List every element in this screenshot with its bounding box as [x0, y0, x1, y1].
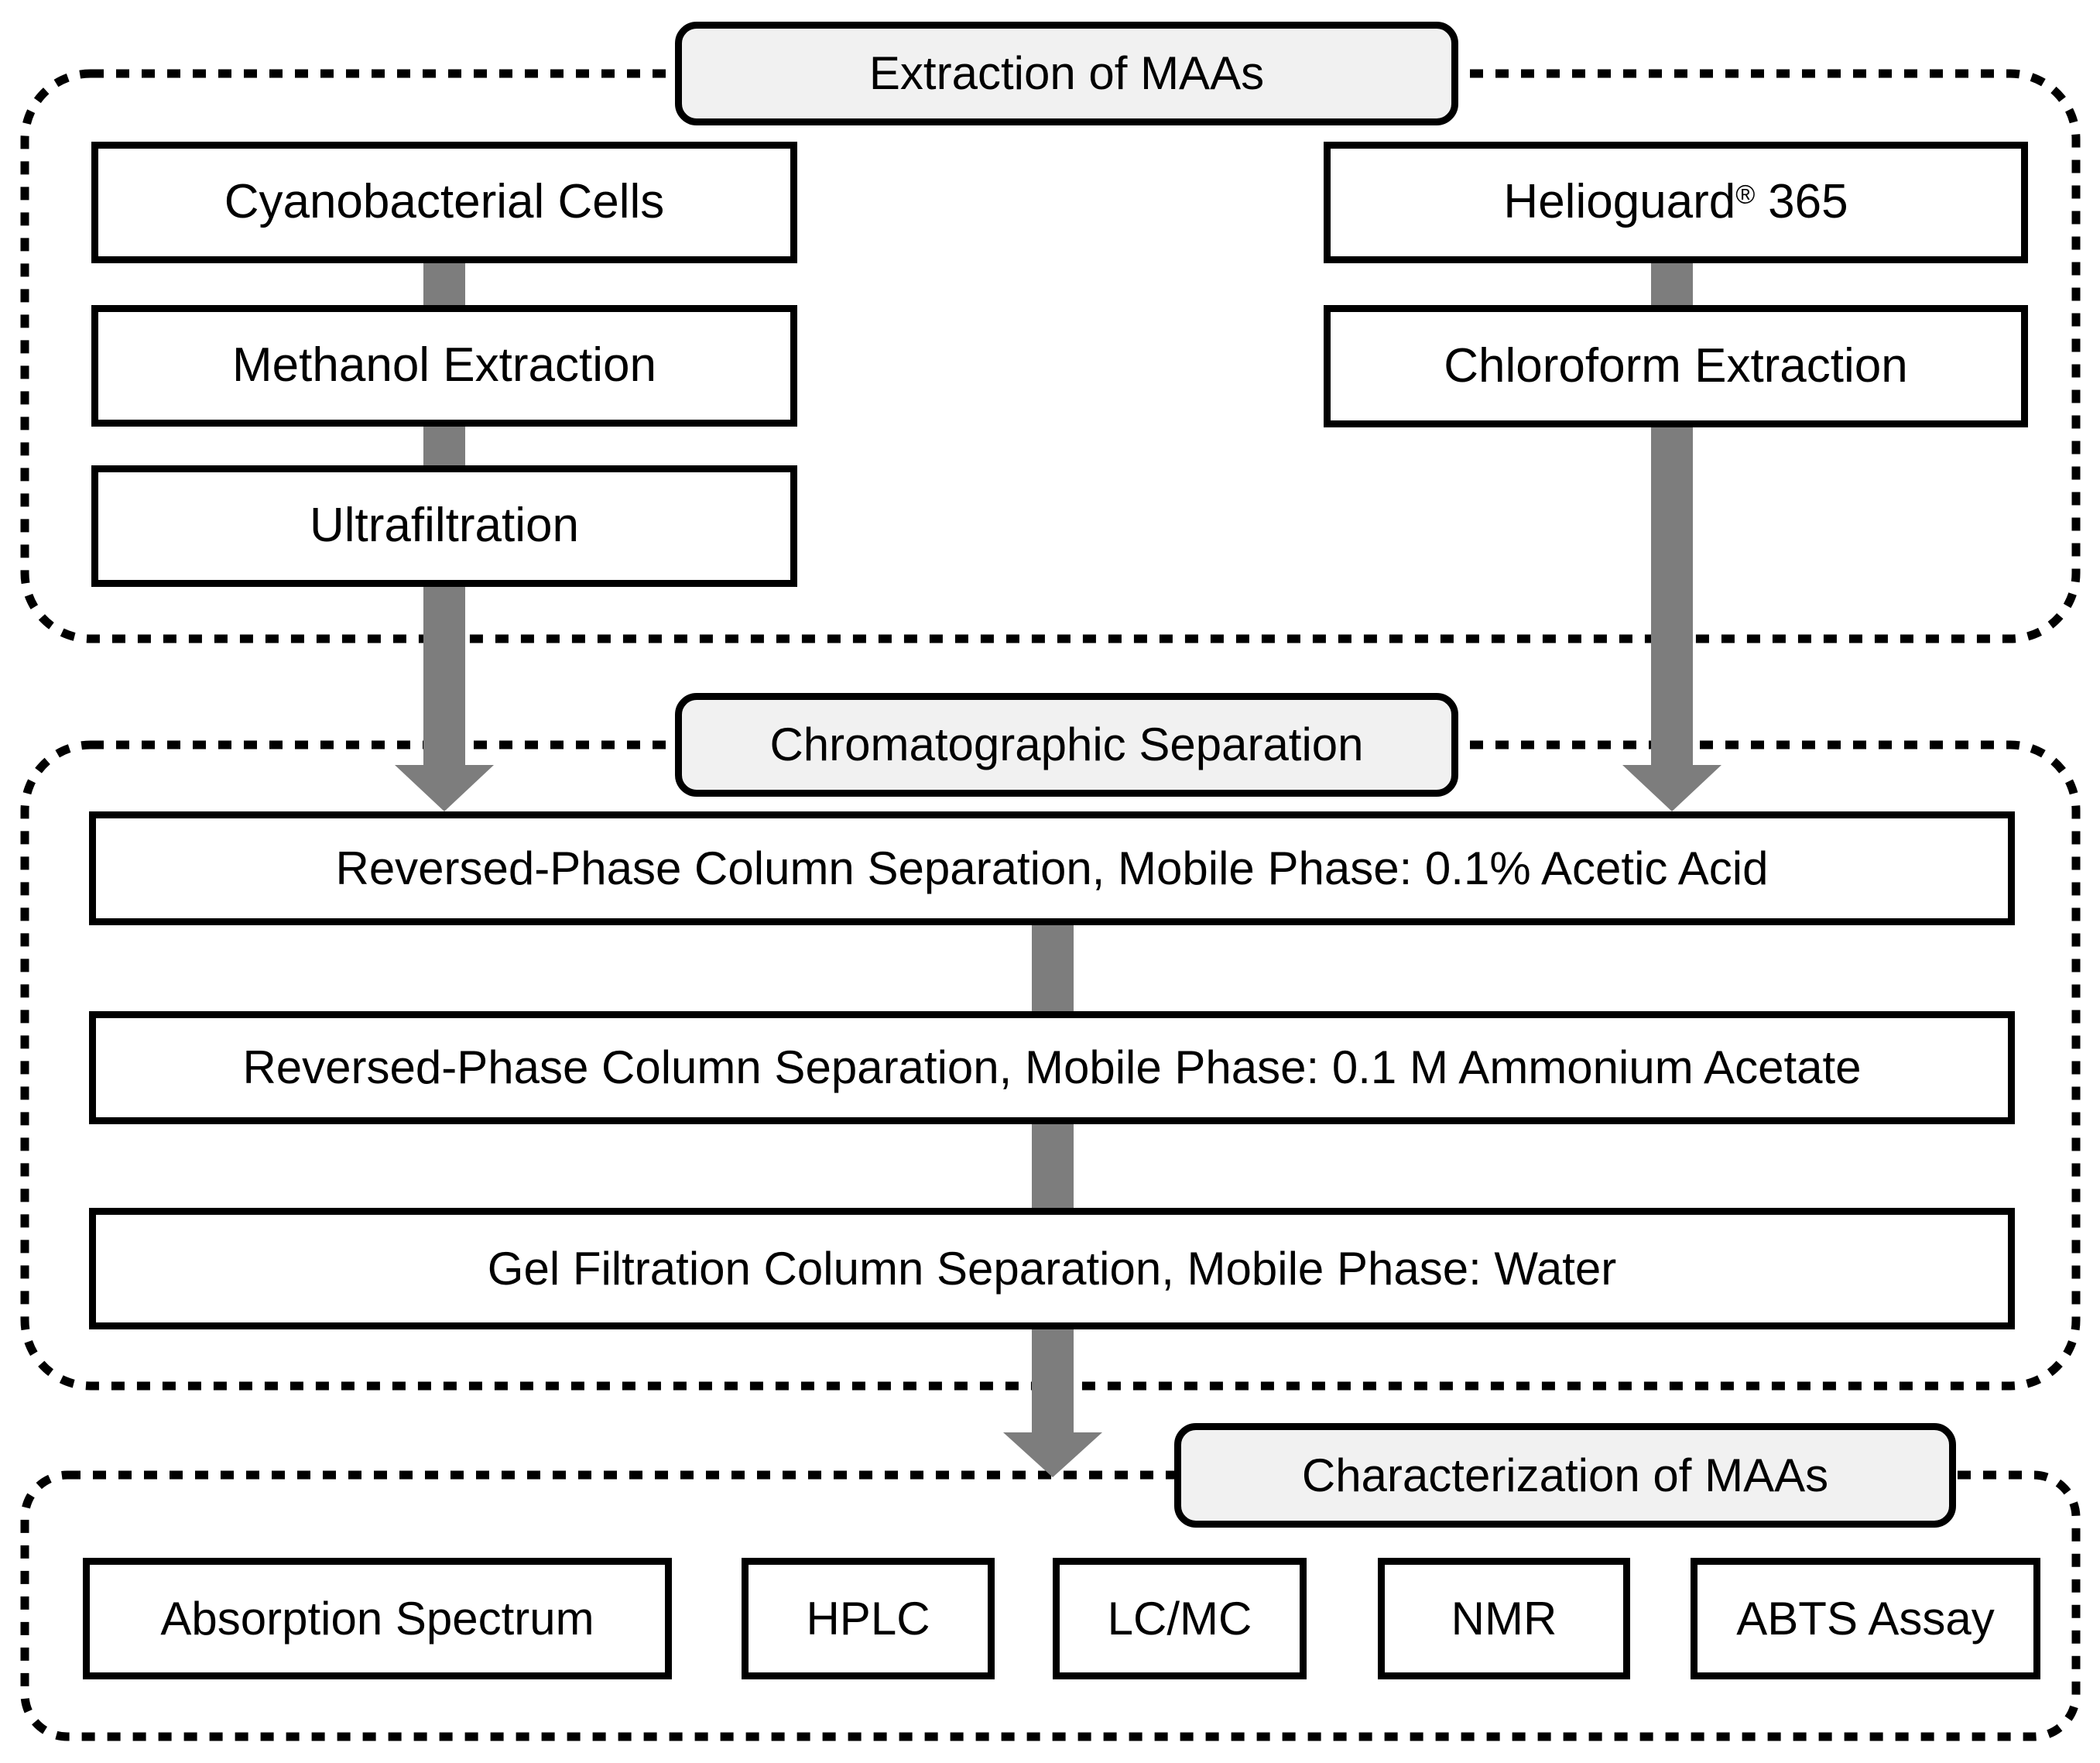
box-reversed-phase-acetic-acid: Reversed-Phase Column Separation, Mobile…	[89, 811, 2015, 925]
brand-name: Helioguard	[1503, 175, 1736, 229]
separation-section-outline	[20, 740, 2081, 1391]
connector-helioguard-to-chloroform	[1651, 261, 1693, 308]
box-chloroform-extraction: Chloroform Extraction	[1324, 305, 2028, 427]
arrow-chloroform-to-separation	[1622, 426, 1721, 811]
connector-cyanobacterial-to-methanol	[423, 261, 465, 307]
box-label: Reversed-Phase Column Separation, Mobile…	[335, 842, 1769, 894]
box-absorption-spectrum: Absorption Spectrum	[83, 1558, 672, 1679]
box-gel-filtration-water: Gel Filtration Column Separation, Mobile…	[89, 1208, 2015, 1329]
box-hplc: HPLC	[742, 1558, 995, 1679]
header-chromatographic-separation: Chromatographic Separation	[675, 693, 1458, 797]
connector-step2-to-step3	[1032, 1122, 1074, 1210]
header-label: Extraction of MAAs	[868, 47, 1265, 99]
box-label: Methanol Extraction	[232, 338, 656, 393]
header-extraction-of-maas: Extraction of MAAs	[675, 22, 1458, 125]
box-cyanobacterial-cells: Cyanobacterial Cells	[91, 142, 797, 263]
box-methanol-extraction: Methanol Extraction	[91, 305, 797, 427]
box-abts-assay: ABTS Assay	[1691, 1558, 2040, 1679]
registered-trademark-symbol: ®	[1735, 180, 1756, 210]
box-label: Chloroform Extraction	[1444, 338, 1908, 393]
connector-step1-to-step2	[1032, 923, 1074, 1014]
box-label: HPLC	[806, 1592, 930, 1645]
box-nmr: NMR	[1378, 1558, 1630, 1679]
box-label: Gel Filtration Column Separation, Mobile…	[487, 1242, 1617, 1295]
arrow-ultrafiltration-to-separation	[395, 585, 494, 811]
arrow-separation-to-characterization	[1003, 1329, 1102, 1477]
box-helioguard-365: Helioguard® 365	[1324, 142, 2028, 263]
box-label: Ultrafiltration	[310, 499, 579, 553]
box-label: NMR	[1451, 1592, 1557, 1645]
box-label: LC/MC	[1107, 1592, 1252, 1645]
header-label: Characterization of MAAs	[1301, 1449, 1829, 1501]
box-label: ABTS Assay	[1736, 1592, 1995, 1645]
box-label: Reversed-Phase Column Separation, Mobile…	[242, 1041, 1862, 1093]
header-characterization-of-maas: Characterization of MAAs	[1174, 1423, 1956, 1528]
box-reversed-phase-ammonium-acetate: Reversed-Phase Column Separation, Mobile…	[89, 1011, 2015, 1124]
header-label: Chromatographic Separation	[769, 719, 1364, 770]
box-lc-mc: LC/MC	[1053, 1558, 1307, 1679]
box-label: Helioguard® 365	[1503, 176, 1848, 228]
box-label: Cyanobacterial Cells	[224, 175, 665, 229]
connector-methanol-to-ultrafiltration	[423, 424, 465, 468]
box-label: Absorption Spectrum	[160, 1592, 594, 1645]
product-number: 365	[1768, 175, 1848, 229]
box-ultrafiltration: Ultrafiltration	[91, 465, 797, 587]
